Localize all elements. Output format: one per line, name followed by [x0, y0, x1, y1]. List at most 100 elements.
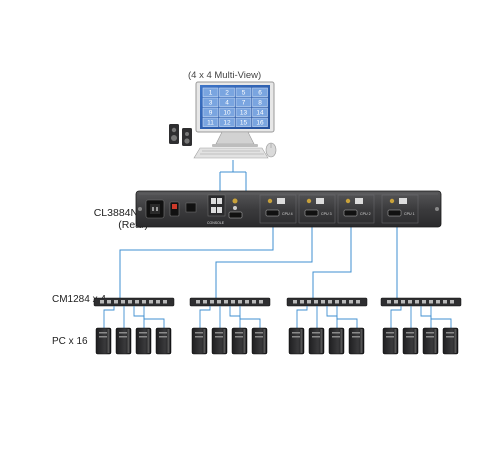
- cm-port-icon: [443, 300, 447, 304]
- screen-tile-number: 5: [242, 90, 246, 97]
- pc-tower-icon: [115, 327, 132, 355]
- screen-tile-number: 9: [209, 110, 213, 117]
- cm-unit: [286, 297, 368, 307]
- console-section: CONSOLE: [207, 194, 243, 225]
- screen-tile-number: 6: [258, 90, 262, 97]
- screen-tile-number: 14: [256, 110, 264, 117]
- screen-tile: 2: [219, 87, 235, 97]
- cm-port-icon: [321, 300, 325, 304]
- cm-port-icon: [293, 300, 297, 304]
- screen-tile-number: 13: [240, 110, 248, 117]
- screen-tile-number: 16: [256, 120, 264, 127]
- cm-port-icon: [163, 300, 167, 304]
- cm-port-icon: [238, 300, 242, 304]
- screen-tile: 4: [219, 97, 235, 107]
- pc-count-label: PC x 16: [52, 336, 88, 347]
- cm-port-icon: [307, 300, 311, 304]
- power-socket-icon: [145, 199, 165, 219]
- usb-port-icon: [211, 198, 222, 213]
- cm-port-icon: [245, 300, 249, 304]
- screen-tile: 12: [219, 117, 235, 127]
- pc-tower-icon: [442, 327, 459, 355]
- cm-unit: [380, 297, 462, 307]
- audio-jack-icon: [232, 198, 238, 204]
- cm-port-icon: [300, 300, 304, 304]
- screen-tile: 8: [252, 97, 268, 107]
- cm-port-icon: [121, 300, 125, 304]
- cm-port-icon: [217, 300, 221, 304]
- cm-port-icon: [387, 300, 391, 304]
- cm-port-icon: [156, 300, 160, 304]
- screen-tile-number: 12: [223, 120, 231, 127]
- cm-port-icon: [394, 300, 398, 304]
- cm-port-icon: [450, 300, 454, 304]
- hdmi-port-icon: [387, 209, 402, 217]
- cm-port-icon: [356, 300, 360, 304]
- pc-tower-icon: [251, 327, 268, 355]
- pc-cables: [390, 306, 452, 328]
- usb-port-icon: [277, 198, 285, 204]
- pc-tower-icon: [288, 327, 305, 355]
- screen-tile: 11: [202, 117, 219, 127]
- cm-port-icon: [114, 300, 118, 304]
- lan-port-icon: [185, 202, 197, 213]
- console-port-label: CONSOLE: [207, 221, 225, 225]
- cpu-port-block: CPU 2: [337, 194, 375, 224]
- cpu-port-label: CPU 4: [282, 212, 293, 216]
- cm-port-icon: [224, 300, 228, 304]
- audio-jack-icon: [267, 198, 273, 204]
- pc-cables: [103, 306, 165, 328]
- usb-port-icon: [316, 198, 324, 204]
- cm-unit-group: [93, 297, 462, 328]
- pc-tower-icon: [308, 327, 325, 355]
- pc-tower-icon: [135, 327, 152, 355]
- cm-port-icon: [422, 300, 426, 304]
- pc-tower-icon: [211, 327, 228, 355]
- cm-count-label: CM1284 x 4: [52, 294, 106, 305]
- cpu-port-block: CPU 3: [298, 194, 336, 224]
- cm-port-icon: [100, 300, 104, 304]
- screen-tile: 10: [219, 107, 235, 117]
- hdmi-port-icon: [228, 211, 243, 219]
- usb-port-icon: [355, 198, 363, 204]
- screen-tile: 13: [235, 107, 252, 117]
- screen-tile: 5: [235, 87, 252, 97]
- audio-jack-icon: [306, 198, 312, 204]
- cm-unit: [93, 297, 175, 307]
- cm-port-icon: [335, 300, 339, 304]
- screen-tile: 1: [202, 87, 219, 97]
- kvm-unit-name: CL3884NW: [93, 207, 148, 219]
- cpu-cables: [119, 226, 398, 300]
- hdmi-port-icon: [343, 209, 358, 217]
- screen-tile-number: 10: [223, 110, 231, 117]
- switch-icon: [169, 201, 180, 217]
- cm-port-icon: [415, 300, 419, 304]
- cm-port-icon: [436, 300, 440, 304]
- screen-tile: 15: [235, 117, 252, 127]
- cm-port-icon: [210, 300, 214, 304]
- pc-tower-icon: [95, 327, 112, 355]
- cm-port-icon: [314, 300, 318, 304]
- pc-tower-icon: [328, 327, 345, 355]
- screen-tile: 16: [252, 117, 268, 127]
- cpu-port-block: CPU 1: [381, 194, 419, 224]
- screen-tile-number: 3: [209, 100, 213, 107]
- cm-port-icon: [149, 300, 153, 304]
- screen-tile-number: 2: [225, 90, 229, 97]
- cm-port-icon: [252, 300, 256, 304]
- cpu-port-label: CPU 1: [404, 212, 415, 216]
- screen-tile: 3: [202, 97, 219, 107]
- cm-unit: [189, 297, 271, 307]
- screen-tile-number: 7: [242, 100, 246, 107]
- cm-port-icon: [107, 300, 111, 304]
- hdmi-port-icon: [304, 209, 319, 217]
- screen-tile: 6: [252, 87, 268, 97]
- pc-tower-icon: [402, 327, 419, 355]
- screen-tile-number: 8: [258, 100, 262, 107]
- cpu-port-label: CPU 2: [360, 212, 371, 216]
- hdmi-port-icon: [265, 209, 280, 217]
- speaker-icon: [169, 124, 192, 146]
